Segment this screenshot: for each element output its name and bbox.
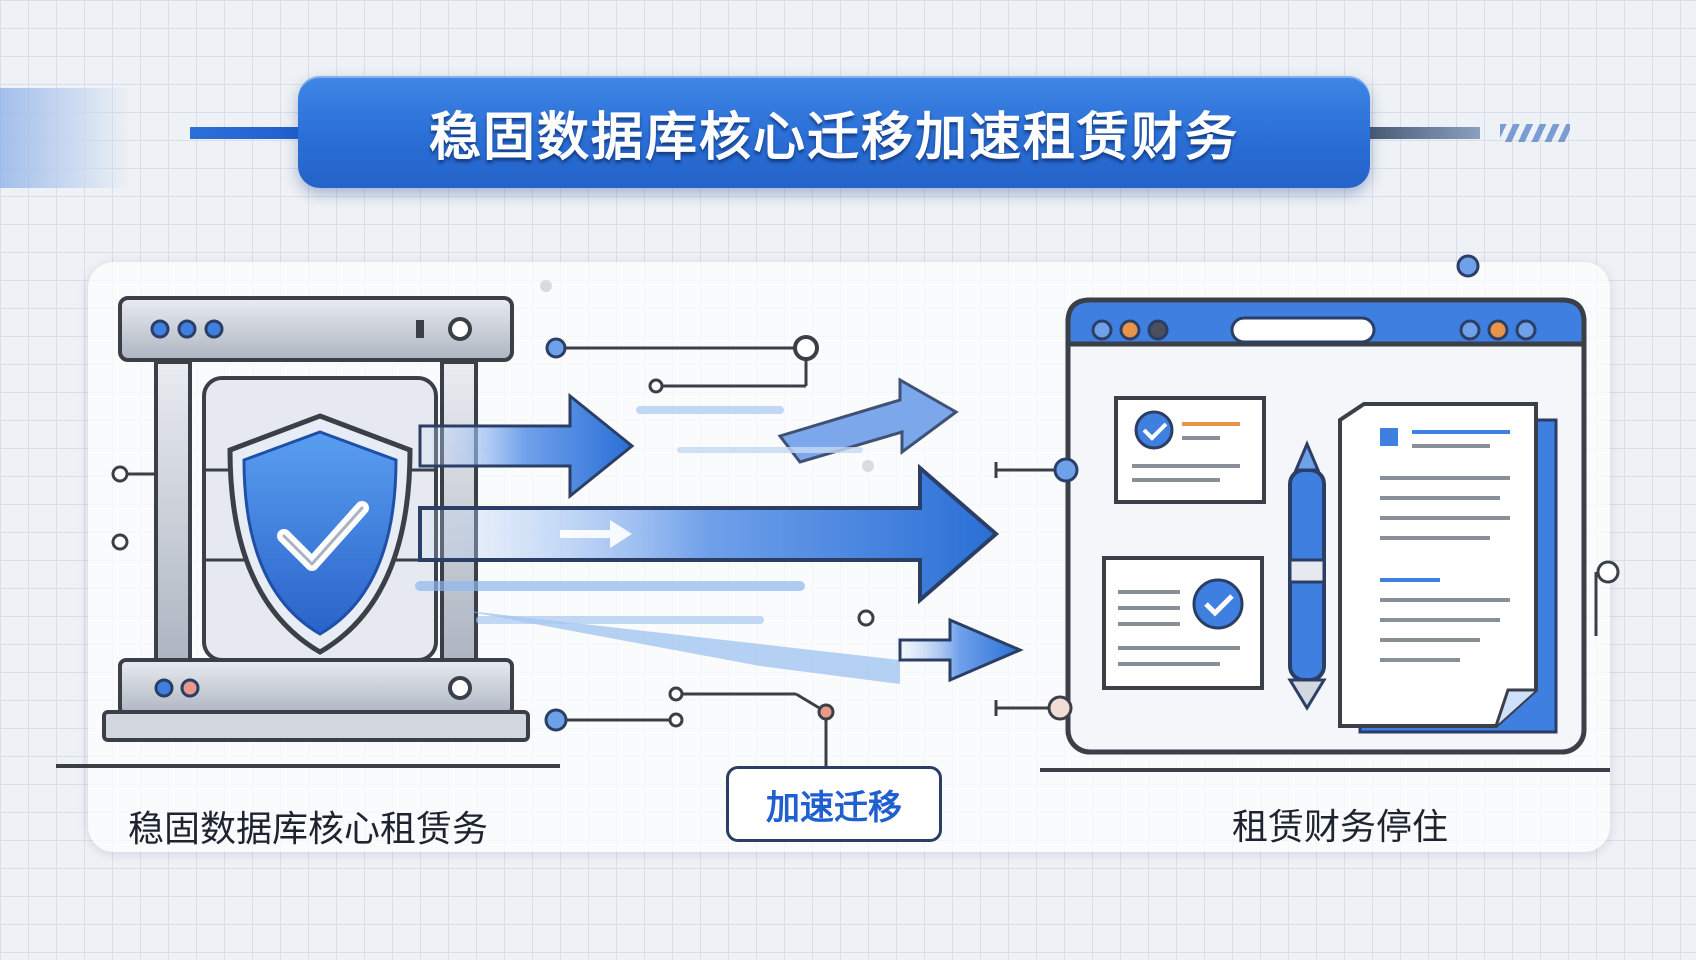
title-accent-line-left xyxy=(190,127,300,139)
shield-check-icon xyxy=(227,413,413,655)
decorative-stripes xyxy=(1500,124,1570,142)
page-title: 稳固数据库核心迁移加速租赁财务 xyxy=(428,107,1239,168)
title-banner: 稳固数据库核心迁移加速租赁财务 xyxy=(298,76,1370,188)
decorative-pixel-block xyxy=(0,88,130,188)
right-connectors xyxy=(994,254,1620,721)
center-label: 加速迁移 xyxy=(726,766,942,842)
title-accent-line-right xyxy=(1370,127,1480,139)
left-connectors xyxy=(111,465,156,551)
migration-arrows-icon xyxy=(415,280,1024,766)
left-caption: 稳固数据库核心租赁务 xyxy=(128,809,489,850)
right-caption: 租赁财务停住 xyxy=(1232,807,1449,848)
finance-window-icon xyxy=(1040,297,1610,772)
